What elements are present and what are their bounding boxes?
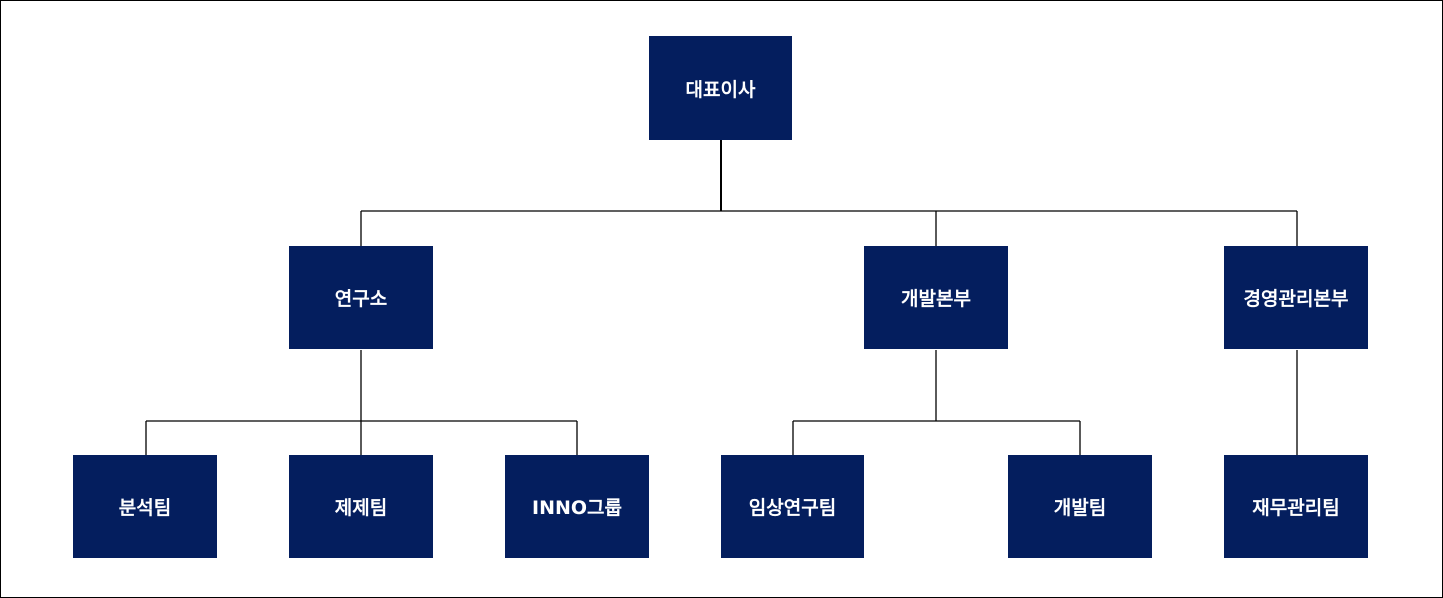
ceo-box: 대표이사 bbox=[649, 36, 792, 140]
team-box: 분석팀 bbox=[73, 455, 217, 558]
ceo-label: 대표이사 bbox=[685, 78, 756, 101]
team-label: 개발팀 bbox=[1053, 497, 1107, 519]
division-box-development: 개발본부 bbox=[864, 246, 1008, 349]
team-box: 임상연구팀 bbox=[721, 455, 864, 558]
team-label: 재무관리팀 bbox=[1252, 497, 1340, 519]
division-box-management: 경영관리본부 bbox=[1224, 246, 1368, 349]
division-label: 개발본부 bbox=[901, 288, 971, 310]
division-label: 연구소 bbox=[334, 288, 388, 310]
team-label: 분석팀 bbox=[118, 497, 172, 519]
team-box: 재무관리팀 bbox=[1224, 455, 1368, 558]
team-label: 임상연구팀 bbox=[748, 497, 837, 519]
team-box: 개발팀 bbox=[1008, 455, 1152, 558]
team-label: INNO그룹 bbox=[532, 497, 622, 519]
division-box-research: 연구소 bbox=[289, 246, 433, 349]
division-label: 경영관리본부 bbox=[1243, 288, 1349, 310]
team-box: 제제팀 bbox=[289, 455, 433, 558]
team-box: INNO그룹 bbox=[505, 455, 649, 558]
team-label: 제제팀 bbox=[334, 497, 388, 519]
